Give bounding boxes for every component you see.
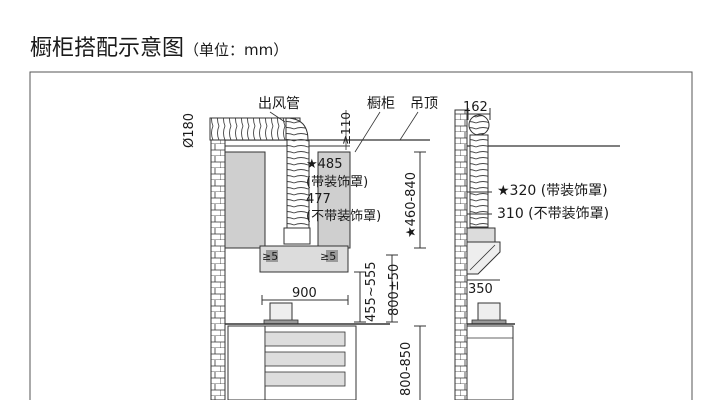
ceiling-label: 吊顶 [410,96,438,112]
counter-height-label: 800-850 [399,342,414,396]
cabinet-label: 橱柜 [367,96,395,112]
title-text: 橱柜搭配示意图 [30,36,185,61]
hood-width-label: 900 [292,286,317,301]
exhaust-duct-elbow [285,117,309,141]
upper-cabinet-left [224,151,266,249]
hood-motor [283,227,311,245]
brick-wall [210,129,226,400]
duct-label: 出风管 [258,96,300,112]
side-stove-pot [477,302,501,322]
side-depth-cover-label: ★320 (带装饰罩) [497,183,608,199]
side-depth-nocover-label: 310 (不带装饰罩) [497,206,609,222]
page-title: 橱柜搭配示意图（单位：mm） [30,30,288,62]
side-gap-left-label: ≥5 [262,250,278,263]
hood-stove-label: 455~555 [364,261,379,322]
duct-diameter-label: Ø180 [182,113,197,148]
side-duct-top [468,114,490,136]
upper-cabinet-right [317,151,351,249]
side-brick-wall [454,109,468,400]
side-duct-vertical [469,134,489,228]
side-hood-upper [466,227,496,243]
side-hood-depth-label: 350 [468,282,493,297]
side-top-width-label: 162 [463,100,488,115]
height-cover-label: ★485 [306,157,342,172]
height-cover-note: (带装饰罩) [306,175,368,190]
hood-counter-label: 800±50 [387,264,402,316]
side-hood-profile [466,241,501,275]
title-unit: （单位：mm） [184,41,289,59]
side-gap-right-label: ≥5 [320,250,336,263]
install-range-label: ★460-840 [404,172,419,238]
side-base-cabinet [466,325,514,400]
height-nocover-label: 477 [306,192,331,207]
side-view: 162 ★320 (带装饰罩) 310 (不带装饰罩) 350 [454,100,620,400]
height-nocover-note: (不带装饰罩) [306,209,381,224]
diagram-frame [29,71,693,400]
stove-pot [269,302,293,322]
front-view: ≥5 ≥5 900 出风管 橱柜 吊顶 Ø180 ≥110 ★485 (带装饰罩… [182,96,438,400]
